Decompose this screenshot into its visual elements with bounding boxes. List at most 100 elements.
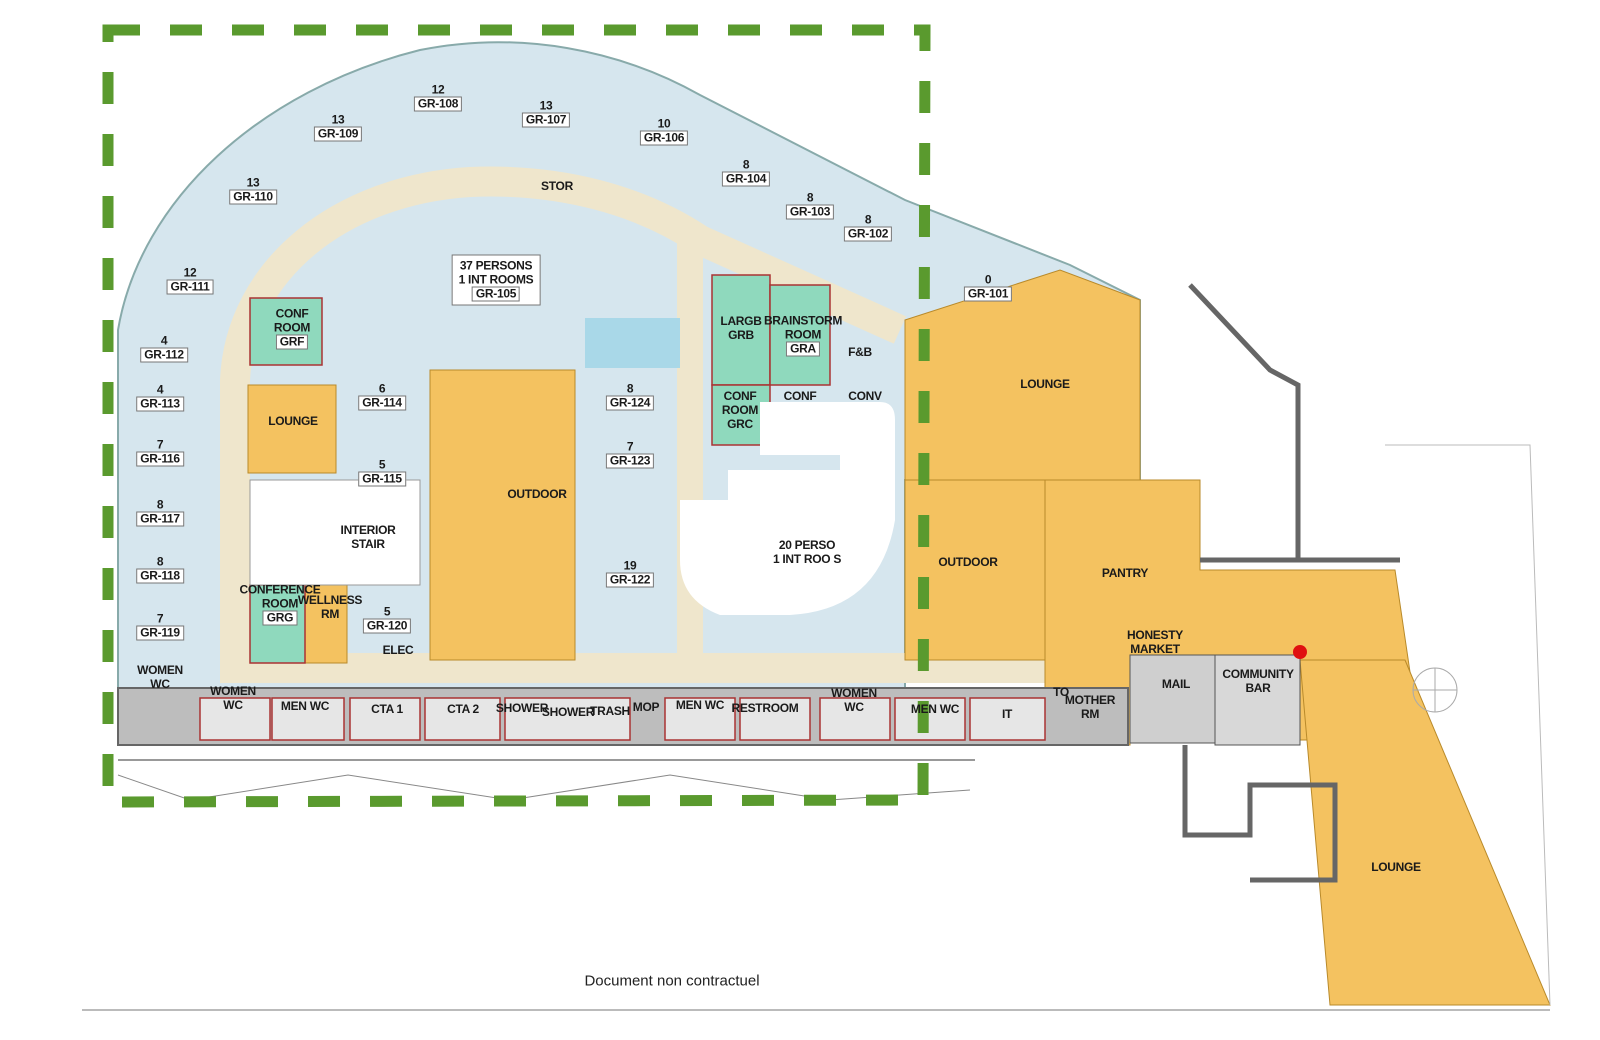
wellness-room: [304, 584, 348, 664]
room-pantry[interactable]: PANTRY: [1101, 566, 1149, 580]
room-id: GR-122: [605, 572, 655, 588]
label: WELLNESS: [297, 593, 363, 607]
room-mop[interactable]: MOP: [632, 700, 660, 714]
capacity: 5: [383, 604, 391, 619]
room-cta-2[interactable]: CTA 2: [447, 702, 479, 716]
room-id: GR-114: [358, 395, 406, 411]
capacity: 10: [657, 116, 671, 131]
room-it[interactable]: IT: [1001, 707, 1013, 721]
room-lounge-3[interactable]: LOUNGE: [1371, 860, 1421, 874]
room-id: GR-105: [471, 286, 521, 302]
capacity: 7: [156, 611, 164, 626]
room-lounge-1[interactable]: LOUNGE: [268, 414, 318, 428]
label: BRAINSTORM: [763, 313, 843, 328]
room-mail[interactable]: MAIL: [1161, 677, 1191, 691]
label: ROOM: [784, 327, 822, 342]
room-lounge-2[interactable]: LOUNGE: [1020, 377, 1070, 391]
label: LARGB: [720, 314, 762, 328]
room-shower-1[interactable]: SHOWER: [495, 701, 549, 715]
label: ROOM: [273, 320, 311, 335]
room-elec[interactable]: ELEC: [382, 643, 414, 657]
room-id: GR-112: [140, 347, 188, 363]
persons: 37 PERSONS: [459, 258, 533, 273]
label: WOMEN: [210, 684, 256, 698]
label: WC: [150, 677, 170, 691]
room-cta-1[interactable]: CTA 1: [371, 702, 403, 716]
label: GRC: [727, 417, 753, 431]
lounge-area: [247, 384, 337, 474]
outdoor-area-2: [904, 479, 1046, 661]
label: COMMUNITY: [1222, 667, 1294, 681]
room-men-wc-2[interactable]: MEN WC: [675, 698, 725, 712]
room-id: GR-124: [605, 395, 655, 411]
label: MOTHER: [1064, 693, 1116, 707]
room-to[interactable]: TO: [1053, 685, 1069, 699]
room-outdoor-2[interactable]: OUTDOOR: [938, 555, 998, 569]
room-shower-2[interactable]: SHOWER: [541, 705, 595, 719]
capacity: 5: [378, 457, 386, 472]
room-fb[interactable]: F&B: [848, 345, 872, 359]
room-restroom[interactable]: RESTROOM: [731, 701, 799, 715]
room-conv[interactable]: CONV: [848, 389, 882, 403]
room-id: GR-109: [313, 126, 363, 142]
room-stor[interactable]: STOR: [541, 179, 573, 193]
label: MARKET: [1130, 642, 1180, 656]
capacity: 8: [626, 381, 634, 396]
capacity: 19: [623, 558, 637, 573]
capacity: 4: [156, 382, 164, 397]
east-lounge: [904, 269, 1141, 481]
label: ROOM: [721, 403, 759, 417]
capacity: 8: [864, 212, 872, 227]
room-conf[interactable]: CONF: [783, 389, 817, 403]
room-id: GR-113: [136, 396, 184, 412]
capacity: 6: [378, 381, 386, 396]
room-id: GR-123: [605, 453, 655, 469]
capacity: 13: [331, 112, 345, 127]
room-outdoor-1[interactable]: OUTDOOR: [507, 487, 567, 501]
room-trash[interactable]: TRASH: [590, 704, 630, 718]
room-men-wc-3[interactable]: MEN WC: [910, 702, 960, 716]
room-id: GR-119: [136, 625, 184, 641]
room-men-wc-1[interactable]: MEN WC: [280, 699, 330, 713]
capacity: 8: [806, 190, 814, 205]
capacity: 13: [246, 175, 260, 190]
